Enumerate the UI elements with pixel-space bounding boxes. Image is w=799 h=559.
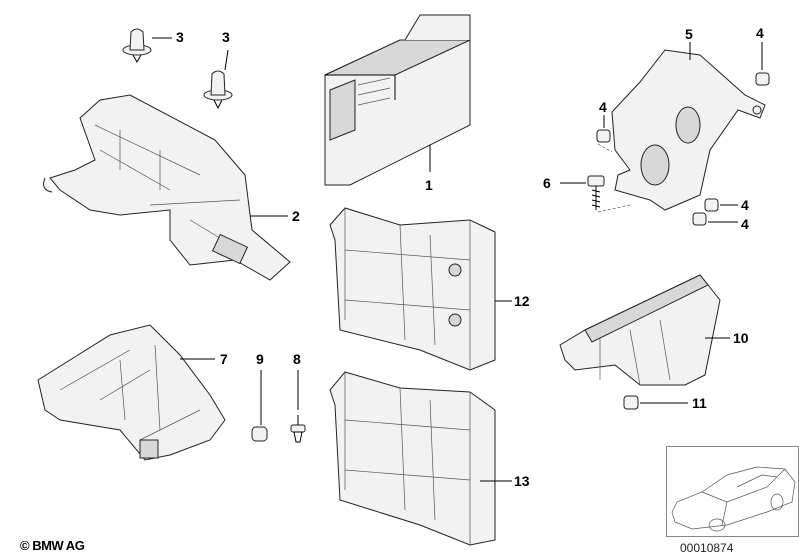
callout-3a: 3 xyxy=(176,29,184,45)
callout-5: 5 xyxy=(685,26,693,42)
copyright-text: © BMW AG xyxy=(20,538,85,553)
part-12-fuse-carrier[interactable] xyxy=(329,207,512,371)
callout-8: 8 xyxy=(293,351,301,367)
part-11-nut[interactable] xyxy=(623,395,688,410)
callout-2: 2 xyxy=(292,208,300,224)
callout-9: 9 xyxy=(256,351,264,367)
callout-11: 11 xyxy=(692,395,707,411)
car-icon xyxy=(671,466,796,532)
callout-6: 6 xyxy=(543,175,551,191)
callout-4a: 4 xyxy=(756,25,764,41)
part-8-screw[interactable] xyxy=(290,370,306,443)
callout-12: 12 xyxy=(514,293,530,309)
part-3-clip-a[interactable] xyxy=(122,28,172,64)
part-1-control-unit[interactable] xyxy=(324,14,471,186)
part-4-nut-d[interactable] xyxy=(692,212,738,226)
part-4-nut-b[interactable] xyxy=(596,115,613,153)
part-9-nut[interactable] xyxy=(251,370,268,442)
part-4-nut-c[interactable] xyxy=(704,198,738,212)
callout-3b: 3 xyxy=(222,29,230,45)
vehicle-thumbnail xyxy=(666,446,799,537)
part-13-fuse-carrier[interactable] xyxy=(329,371,512,546)
callout-4b: 4 xyxy=(599,99,607,115)
callout-7: 7 xyxy=(220,351,228,367)
part-4-nut-a[interactable] xyxy=(755,42,770,86)
callout-1: 1 xyxy=(425,177,433,193)
callout-13: 13 xyxy=(514,473,530,489)
part-3-clip-b[interactable] xyxy=(203,49,233,110)
part-10-bracket[interactable] xyxy=(559,274,730,386)
part-7-holder[interactable] xyxy=(37,324,226,461)
callout-4c: 4 xyxy=(741,197,749,213)
part-6-screw[interactable] xyxy=(560,175,631,213)
diagram-reference-number: 00010874 xyxy=(680,541,734,555)
callout-10: 10 xyxy=(733,330,749,346)
part-5-mounting-plate[interactable] xyxy=(611,42,766,211)
callout-4d: 4 xyxy=(741,216,749,232)
part-2-bracket[interactable] xyxy=(43,94,291,281)
